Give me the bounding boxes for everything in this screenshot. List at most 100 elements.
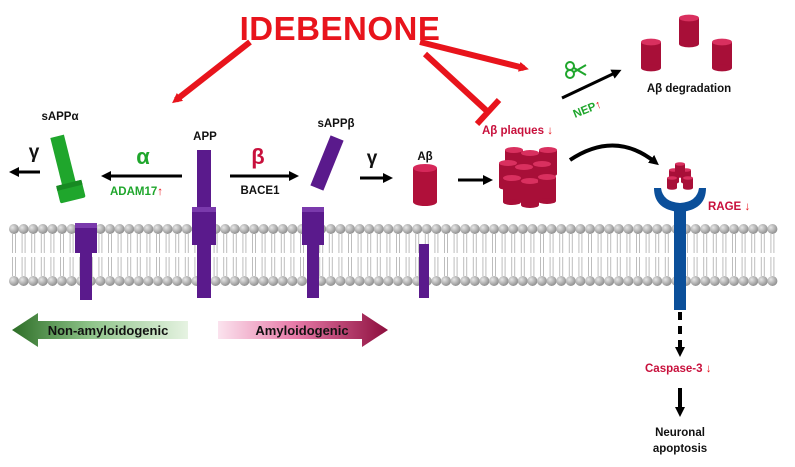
lipid-head bbox=[210, 276, 221, 286]
lipid-head bbox=[546, 276, 557, 286]
caspase3-line: Caspase-3 ↓ bbox=[645, 363, 712, 375]
lipid-head bbox=[393, 276, 403, 286]
lipid-head bbox=[105, 276, 115, 286]
lipid-head bbox=[153, 224, 163, 234]
lipid-head bbox=[527, 224, 538, 234]
lipid-head bbox=[652, 224, 663, 234]
lipid-head bbox=[172, 224, 183, 234]
lipid-head bbox=[57, 224, 67, 234]
idebenone-arrows bbox=[172, 39, 529, 127]
lipid-head bbox=[652, 276, 663, 286]
lipid-head bbox=[325, 276, 336, 286]
lipid-head bbox=[498, 276, 509, 286]
lipid-head bbox=[661, 276, 672, 286]
lipid-head bbox=[556, 224, 567, 234]
lipid-head bbox=[9, 224, 19, 234]
lipid-head bbox=[613, 224, 624, 234]
lipid-head bbox=[594, 224, 605, 234]
lipid-head bbox=[604, 276, 615, 286]
abeta-plaques-line: Aβ plaques ↓ bbox=[482, 125, 553, 137]
lipid-head bbox=[633, 276, 643, 286]
lipid-head bbox=[757, 224, 768, 234]
abeta-plaque-fibril bbox=[521, 177, 539, 209]
lipid-head bbox=[421, 224, 432, 234]
lipid-head bbox=[719, 224, 730, 234]
rage-bound-abeta bbox=[667, 162, 693, 190]
lipid-head bbox=[95, 224, 106, 234]
lipid-head bbox=[431, 224, 442, 234]
nep-line: NEP↑ bbox=[572, 99, 604, 121]
lipid-head bbox=[133, 276, 144, 286]
lipid-head bbox=[162, 276, 173, 286]
gamma-left-label: γ bbox=[29, 142, 40, 163]
lipid-head bbox=[373, 276, 384, 286]
abeta-degradation-label: Aβ degradation bbox=[647, 83, 731, 95]
lipid-head bbox=[18, 224, 29, 234]
lipid-head bbox=[95, 276, 106, 286]
lipid-head bbox=[383, 224, 394, 234]
lipid-head bbox=[469, 224, 480, 234]
lipid-head bbox=[249, 276, 259, 286]
lipid-head bbox=[441, 224, 451, 234]
lipid-head bbox=[738, 276, 749, 286]
degraded-abeta-fragments bbox=[641, 14, 732, 72]
lipid-head bbox=[537, 276, 547, 286]
lipid-head bbox=[229, 224, 240, 234]
lipid-head bbox=[690, 276, 701, 286]
adam17-label: ADAM17 bbox=[110, 186, 157, 198]
lipid-head bbox=[748, 224, 759, 234]
abeta-label: Aβ bbox=[417, 151, 432, 163]
lipid-head bbox=[124, 224, 135, 234]
lipid-head bbox=[277, 224, 288, 234]
lipid-head bbox=[28, 224, 39, 234]
lipid-head bbox=[133, 224, 144, 234]
abeta-plaque-fibril bbox=[503, 174, 521, 206]
alpha-label: α bbox=[136, 144, 150, 169]
lipid-head bbox=[767, 224, 778, 234]
sappa-fragment bbox=[50, 134, 86, 204]
beta-label: β bbox=[251, 144, 264, 169]
lipid-head bbox=[748, 276, 759, 286]
lipid-head bbox=[383, 276, 394, 286]
lipid-head bbox=[364, 276, 375, 286]
lipid-head bbox=[37, 224, 48, 234]
lipid-head bbox=[373, 224, 384, 234]
degradation-arrow bbox=[561, 69, 622, 100]
idebenone-inhibit-plaques-line bbox=[422, 51, 491, 115]
lipid-head bbox=[47, 276, 58, 286]
lipid-head bbox=[393, 224, 403, 234]
lipid-head bbox=[105, 224, 115, 234]
lipid-head bbox=[719, 276, 730, 286]
lipid-head bbox=[258, 276, 269, 286]
adam17-line: ADAM17↑ bbox=[110, 186, 163, 198]
lipid-head bbox=[565, 276, 576, 286]
lipid-head bbox=[229, 276, 240, 286]
lipid-head bbox=[143, 224, 154, 234]
amyloidogenic-label: Amyloidogenic bbox=[255, 323, 348, 338]
lipid-head bbox=[441, 276, 451, 286]
lipid-head bbox=[277, 276, 288, 286]
lipid-head bbox=[767, 276, 778, 286]
lipid-head bbox=[460, 224, 471, 234]
lipid-head bbox=[143, 276, 154, 286]
neuronal-apoptosis-label-line1: Neuronal bbox=[655, 427, 705, 439]
lipid-head bbox=[181, 276, 192, 286]
lipid-head bbox=[623, 224, 634, 234]
lipid-head bbox=[527, 276, 538, 286]
non-amyloidogenic-pathway-arrow: Non-amyloidogenic bbox=[12, 313, 188, 347]
gamma-mid-label: γ bbox=[367, 148, 378, 169]
lipid-head bbox=[220, 276, 231, 286]
lipid-head bbox=[412, 224, 423, 234]
lipid-head bbox=[709, 276, 720, 286]
bound-abeta bbox=[675, 162, 685, 178]
aicd-stub bbox=[419, 244, 429, 298]
lipid-head bbox=[661, 224, 672, 234]
rage-line: RAGE ↓ bbox=[708, 201, 750, 213]
neuronal-apoptosis-label-line2: apoptosis bbox=[653, 443, 707, 455]
idebenone-title: IDEBENONE bbox=[240, 10, 441, 47]
lipid-head bbox=[172, 276, 183, 286]
lipid-head bbox=[575, 276, 586, 286]
lipid-head bbox=[268, 276, 279, 286]
abeta-monomer bbox=[413, 164, 437, 206]
lipid-head bbox=[450, 224, 461, 234]
